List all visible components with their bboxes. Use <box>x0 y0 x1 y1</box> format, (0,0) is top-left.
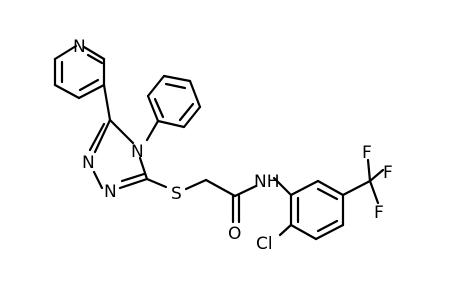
bond-phenyl-b-c-inner <box>178 102 195 122</box>
atom-label-fluoro-bottom: F <box>374 203 384 223</box>
atom-label-fluoro-right: F <box>383 163 393 183</box>
bond-triazole-c5-n1 <box>93 118 112 154</box>
bond-aryl-c2-c3 <box>289 223 318 241</box>
bond-pyridine-c4-c3-inner <box>78 78 100 92</box>
bond-cf3-f-bottom <box>368 179 380 205</box>
bond-aryl-c6-c1 <box>289 179 320 197</box>
bond-phenyl-b-c <box>182 105 202 129</box>
bond-ch2-carbonyl <box>204 178 237 198</box>
bond-pyridine-n-c6 <box>53 44 78 61</box>
bond-triazole-c3-n4 <box>138 156 149 181</box>
bond-nh-aryl <box>272 176 293 197</box>
atom-label-chloro: Cl <box>256 234 273 254</box>
bond-aryl-c5-c6-inner <box>316 187 339 201</box>
atom-label-layer: N N N N S O NH Cl F F F <box>73 37 393 254</box>
bond-phenyl-f-a <box>146 94 160 123</box>
bond-pyridine-c5-c4 <box>53 83 81 100</box>
bond-phenyl-d-e-inner <box>164 82 187 90</box>
bond-cf3-f-right <box>368 168 385 183</box>
bond-aryl-c3-c4-inner <box>316 219 339 233</box>
bond-triazole-n1-n2 <box>92 170 104 190</box>
bond-n4-phenyl <box>145 119 160 142</box>
bond-cf3-f-top <box>366 158 372 183</box>
bond-triazole-n2-c3 <box>118 177 149 190</box>
atom-label-amide-o: O <box>228 224 241 244</box>
bond-aryl-cf3 <box>341 179 372 197</box>
atom-label-triazole-n4: N <box>131 142 144 162</box>
atom-label-triazole-n1: N <box>82 153 95 173</box>
bond-pyridine-triazole <box>102 83 112 122</box>
bond-aryl-cl <box>278 223 293 237</box>
bond-triazole-c5-n4 <box>108 118 135 145</box>
atom-label-fluoro-top: F <box>362 143 372 163</box>
bond-c3-s <box>145 177 168 189</box>
atom-label-pyridine-n: N <box>73 37 86 57</box>
bond-phenyl-c-d <box>188 79 202 109</box>
atom-label-triazole-n2: N <box>104 182 117 202</box>
bond-triazole-c5-n1-inner <box>88 122 106 152</box>
bond-layer <box>53 44 385 241</box>
bond-aryl-c3-c4 <box>314 223 345 241</box>
bond-triazole-n2-c3-inner <box>120 172 146 183</box>
bond-aryl-c5-c6 <box>316 179 345 197</box>
bond-phenyl-f-a-inner <box>153 97 165 119</box>
atom-label-amide-nh: NH <box>254 172 280 192</box>
bond-phenyl-a-b <box>156 119 186 129</box>
bond-phenyl-e-f <box>146 74 166 98</box>
bond-carbonyl-nh <box>233 184 258 198</box>
bond-pyridine-n-c2 <box>82 45 106 61</box>
bond-s-ch2 <box>184 178 208 191</box>
bond-phenyl-d-e <box>162 74 192 83</box>
atom-label-thioether-s: S <box>171 184 182 204</box>
bond-pyridine-n-c2-inner <box>86 53 104 65</box>
bond-pyridine-c4-c3 <box>77 83 106 100</box>
